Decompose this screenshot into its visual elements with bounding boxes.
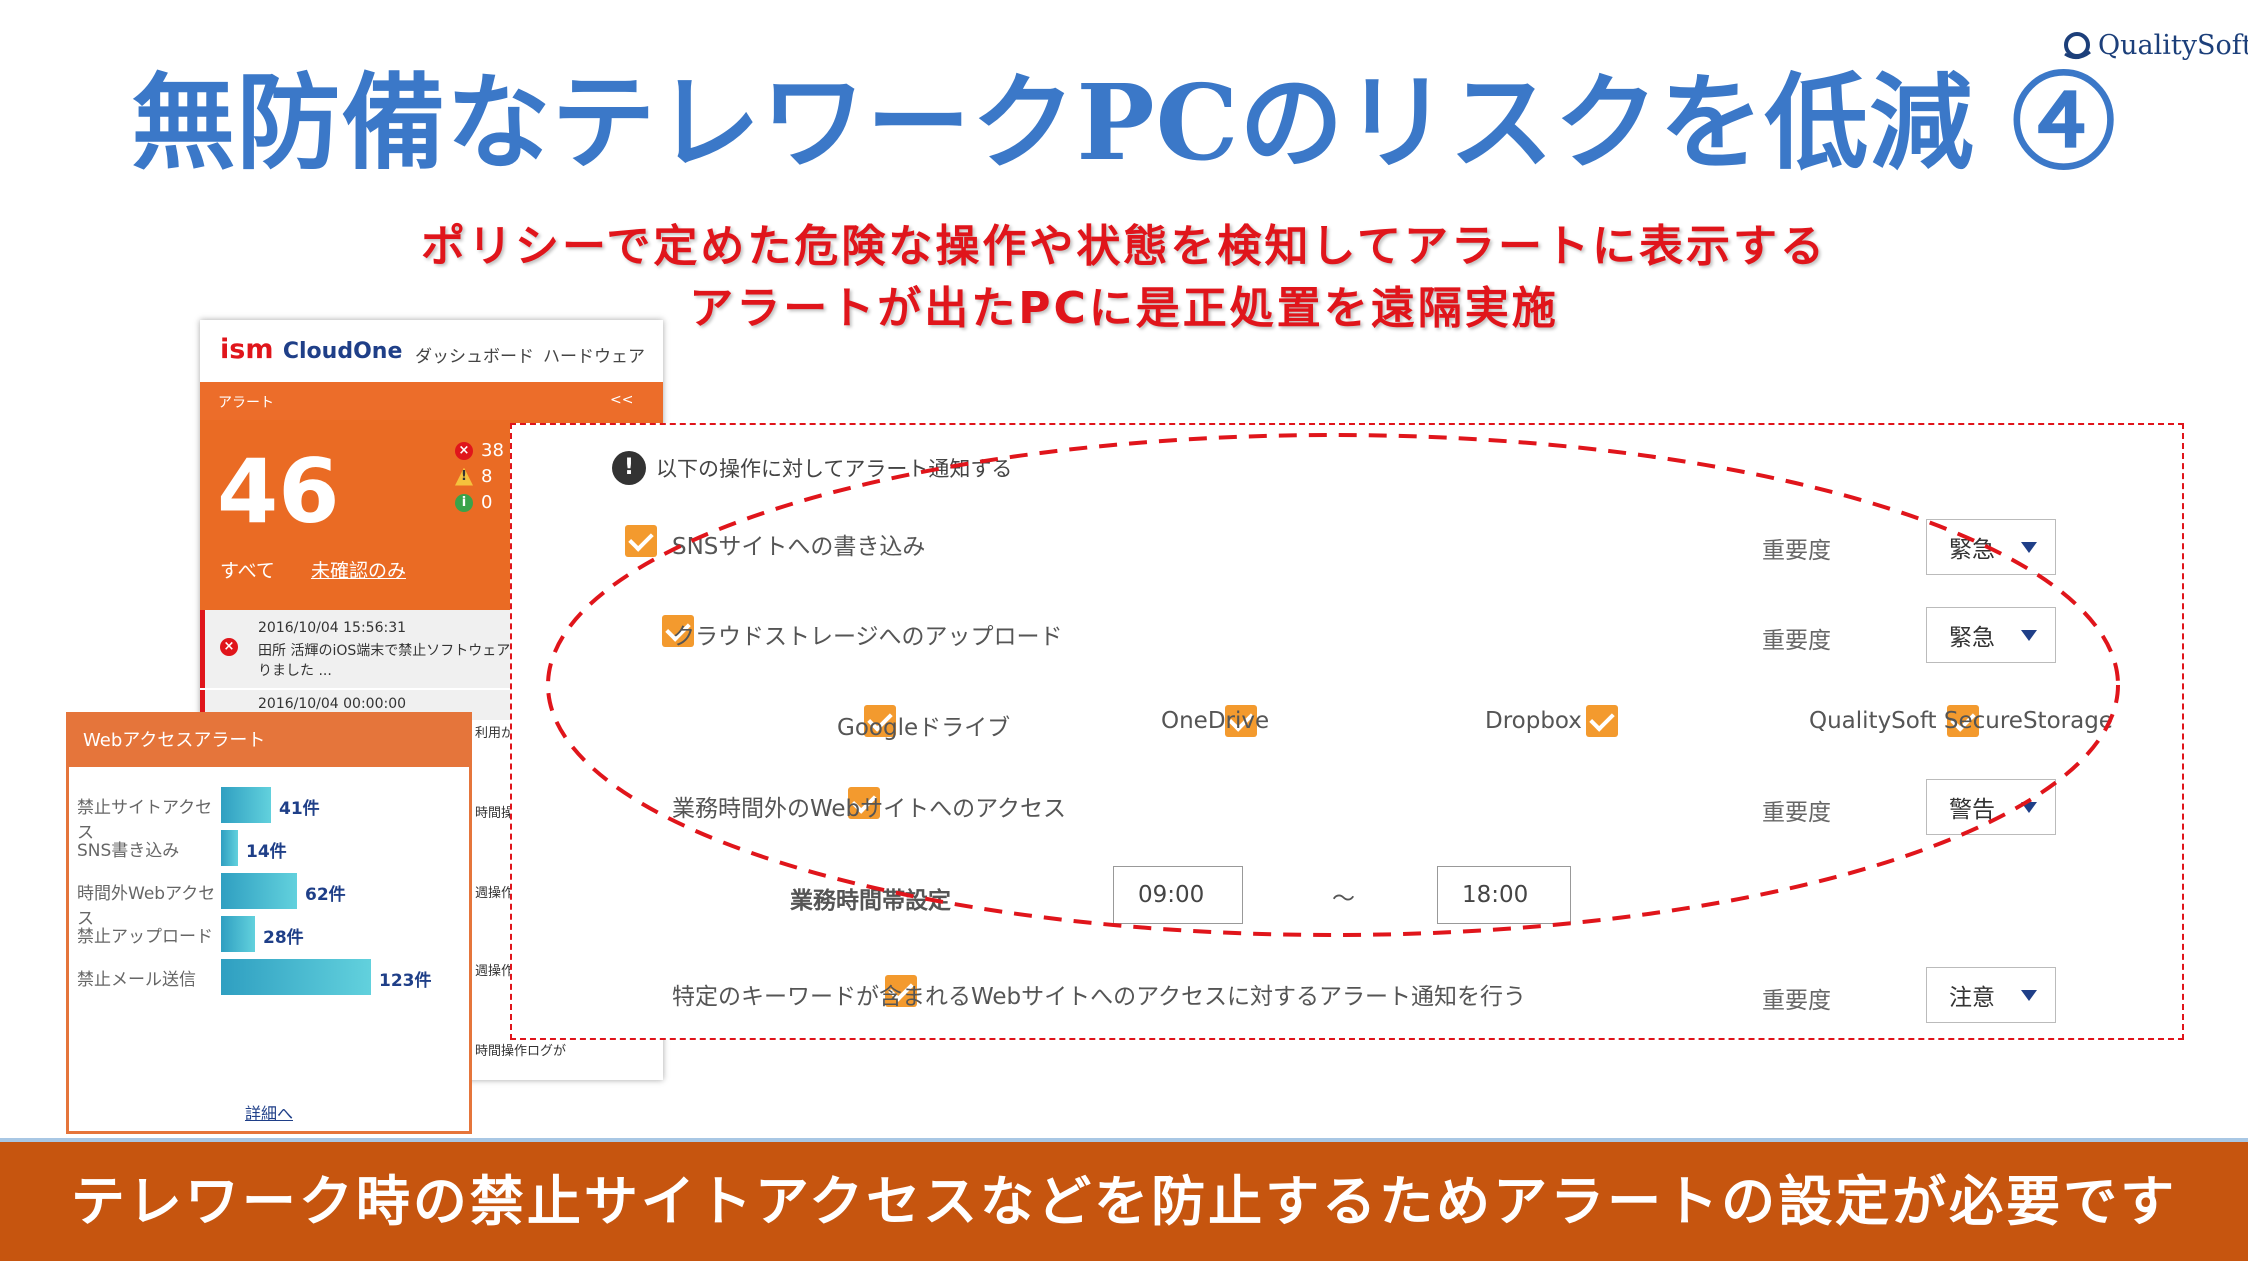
brand-name: QualitySoft <box>2098 30 2248 61</box>
footer-banner: テレワーク時の禁止サイトアクセスなどを防止するためアラートの設定が必要です <box>0 1142 2248 1261</box>
subtitle-line-2: アラートが出たPCに是正処置を遠隔実施 <box>689 283 1559 334</box>
after-hours-severity-select[interactable]: 警告 <box>1926 779 2056 835</box>
log-snippet: 利用が <box>475 726 515 741</box>
log-text: 田所 活輝のiOS端末で禁止ソフトウェアの <box>258 643 525 659</box>
securestorage-label: QualitySoft SecureStorage <box>1809 708 2113 734</box>
google-drive-label: Googleドライブ <box>837 715 1011 741</box>
sns-checkbox[interactable] <box>625 525 657 557</box>
web-alert-bar <box>221 916 255 952</box>
keyword-severity-select[interactable]: 注意 <box>1926 967 2056 1023</box>
filter-unconfirmed[interactable]: 未確認のみ <box>310 560 406 582</box>
web-alert-row-label: SNS書き込み <box>77 841 180 861</box>
exclamation-icon: ! <box>612 451 646 485</box>
alert-count: 46 <box>217 440 340 543</box>
onedrive-checkbox[interactable] <box>1225 705 1258 737</box>
web-alert-bar <box>221 787 271 823</box>
log-time: 2016/10/04 00:00:00 <box>258 696 407 712</box>
log-text-2: りました ... <box>258 663 332 679</box>
keyword-checkbox[interactable] <box>884 975 917 1007</box>
after-hours-checkbox[interactable] <box>847 787 880 819</box>
web-alert-bar <box>221 959 371 995</box>
error-icon: × <box>455 441 473 460</box>
detail-link[interactable]: 詳細へ <box>244 1104 293 1123</box>
alert-header: アラート <box>218 395 274 411</box>
start-time-input[interactable]: 09:00 <box>1113 866 1243 924</box>
dropbox-label: Dropbox <box>1485 708 1582 734</box>
alert-filter: すべて 未確認のみ <box>220 556 406 583</box>
cloud-severity-select[interactable]: 緊急 <box>1926 607 2056 663</box>
web-alert-row-label: 時間外Webアクセス <box>77 884 216 929</box>
log-snippet: 時間操作ログが <box>475 1044 567 1059</box>
sns-label: SNSサイトへの書き込み <box>672 534 926 560</box>
dropdown-arrow-icon <box>2021 989 2037 1001</box>
info-icon: i <box>455 493 473 512</box>
log-snippet: 時間操 <box>475 806 515 821</box>
quality-soft-logo-icon <box>2064 31 2091 59</box>
web-alert-bar <box>221 830 238 866</box>
business-hours-label: 業務時間帯設定 <box>790 888 951 914</box>
alert-bar: アラート << <box>200 382 663 420</box>
log-snippet: 週操作 <box>475 886 515 901</box>
log-time: 2016/10/04 15:56:31 <box>258 620 407 636</box>
brand-logo: QualitySoft <box>2062 30 2248 61</box>
securestorage-checkbox[interactable] <box>1947 705 1980 737</box>
time-separator: ～ <box>1332 886 1355 912</box>
web-alert-value: 14件 <box>246 842 287 862</box>
warning-stat: ! 8 <box>455 466 492 487</box>
web-access-alert-panel: Webアクセスアラート 禁止サイトアクセス 41件 SNS書き込み 14件時間外Web… <box>66 712 472 1134</box>
google-drive-checkbox[interactable] <box>864 705 897 737</box>
web-alert-value: 62件 <box>305 885 346 905</box>
dropbox-checkbox[interactable] <box>1586 705 1619 737</box>
dropdown-arrow-icon <box>2021 541 2037 553</box>
web-alert-value: 123件 <box>379 971 432 991</box>
tab-hardware[interactable]: ハードウェア <box>543 347 645 367</box>
ism-logo: ism CloudOne <box>220 334 403 365</box>
collapse-button[interactable]: << <box>610 392 634 408</box>
web-alert-row-label: 禁止サイトアクセス <box>77 798 213 843</box>
severity-label: 重要度 <box>1762 628 1831 654</box>
footer-divider <box>0 1138 2248 1142</box>
subtitle-line-1: ポリシーで定めた危険な操作や状態を検知してアラートに表示する <box>420 221 1828 272</box>
web-access-alert-title: Webアクセスアラート <box>69 715 469 767</box>
ism-header: ism CloudOne ダッシュボード ハードウェア <box>200 320 663 387</box>
after-hours-label: 業務時間外のWebサイトへのアクセス <box>672 796 1066 822</box>
web-alert-row-label: 禁止アップロード <box>77 927 213 947</box>
severity-label: 重要度 <box>1762 538 1831 564</box>
alert-settings-panel: ! 以下の操作に対してアラート通知する SNSサイトへの書き込み 重要度 緊急 … <box>510 423 2184 1040</box>
settings-header: ! 以下の操作に対してアラート通知する <box>612 451 1012 485</box>
keyword-label: 特定のキーワードが含まれるWebサイトへのアクセスに対するアラート通知を行う <box>672 984 1526 1010</box>
web-alert-value: 28件 <box>263 928 304 948</box>
end-time-input[interactable]: 18:00 <box>1437 866 1571 924</box>
onedrive-label: OneDrive <box>1161 708 1270 734</box>
filter-all[interactable]: すべて <box>220 560 275 582</box>
info-stat: i 0 <box>455 492 492 513</box>
cloud-label: クラウドストレージへのアップロード <box>672 624 1063 650</box>
web-alert-value: 41件 <box>279 799 320 819</box>
highlight-ellipse <box>546 433 2120 937</box>
error-stat: × 38 <box>455 440 504 461</box>
error-icon: × <box>220 638 238 656</box>
severity-label: 重要度 <box>1762 800 1831 826</box>
log-snippet: 週操作 <box>475 964 515 979</box>
cloud-checkbox[interactable] <box>662 615 695 647</box>
web-alert-bar <box>221 873 297 909</box>
web-alert-row-label: 禁止メール送信 <box>77 970 196 990</box>
slide-title: 無防備なテレワークPCのリスクを低減 ④ <box>131 61 2117 184</box>
warning-icon: ! <box>455 467 473 486</box>
tab-dashboard[interactable]: ダッシュボード <box>415 342 534 387</box>
severity-label: 重要度 <box>1762 988 1831 1014</box>
dropdown-arrow-icon <box>2021 629 2037 641</box>
dropdown-arrow-icon <box>2021 801 2037 813</box>
